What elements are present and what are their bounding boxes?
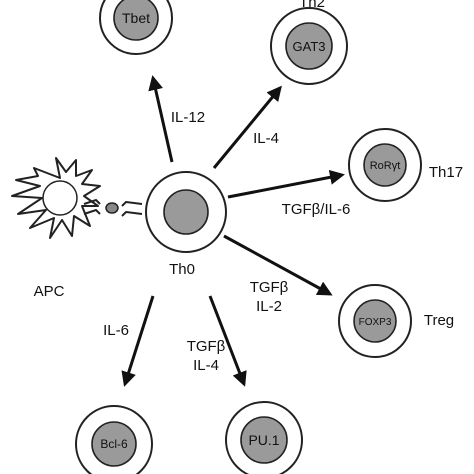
gata3-label: GAT3 [293, 39, 326, 54]
th17-cell: RoRγt [348, 128, 422, 202]
treg-cytokine-line1: TGFβ [250, 279, 289, 296]
apc-cell [11, 157, 101, 239]
synapse-receptors [83, 198, 143, 217]
arrow-bcl6 [121, 295, 155, 387]
tgfb-il6-label: TGFβ/IL-6 [282, 201, 351, 218]
arrow-pu1 [208, 295, 247, 387]
treg-cell: FOXP3 [338, 284, 412, 358]
treg-label: Treg [424, 312, 454, 329]
th0-label: Th0 [169, 261, 195, 278]
pu1-label: PU.1 [248, 432, 279, 448]
th17-label: Th17 [429, 164, 463, 181]
th0-cell [145, 171, 227, 253]
il12-label: IL-12 [171, 109, 205, 126]
th2-label: Th2 [299, 0, 325, 11]
bcl6-cell: Bcl-6 [75, 405, 153, 474]
tbet-label: Tbet [122, 10, 150, 26]
arrow-treg [223, 234, 333, 296]
il6-label: IL-6 [103, 322, 129, 339]
arrow-th2 [212, 85, 282, 169]
arrow-tbet [148, 75, 174, 163]
arrow-th17 [227, 169, 345, 199]
bcl6-label: Bcl-6 [100, 437, 128, 451]
pu1-cell: PU.1 [225, 401, 303, 474]
il4-label: IL-4 [253, 130, 279, 147]
apc-label: APC [34, 283, 65, 300]
treg-cytokine-line2: IL-2 [256, 298, 282, 315]
th2-cell: GAT3 [270, 7, 348, 85]
roryt-label: RoRγt [370, 160, 401, 172]
tbet-cell: Tbet [99, 0, 173, 55]
foxp3-label: FOXP3 [359, 317, 392, 328]
pu1-cytokine-line1: TGFβ [187, 338, 226, 355]
pu1-cytokine-line2: IL-4 [193, 357, 219, 374]
